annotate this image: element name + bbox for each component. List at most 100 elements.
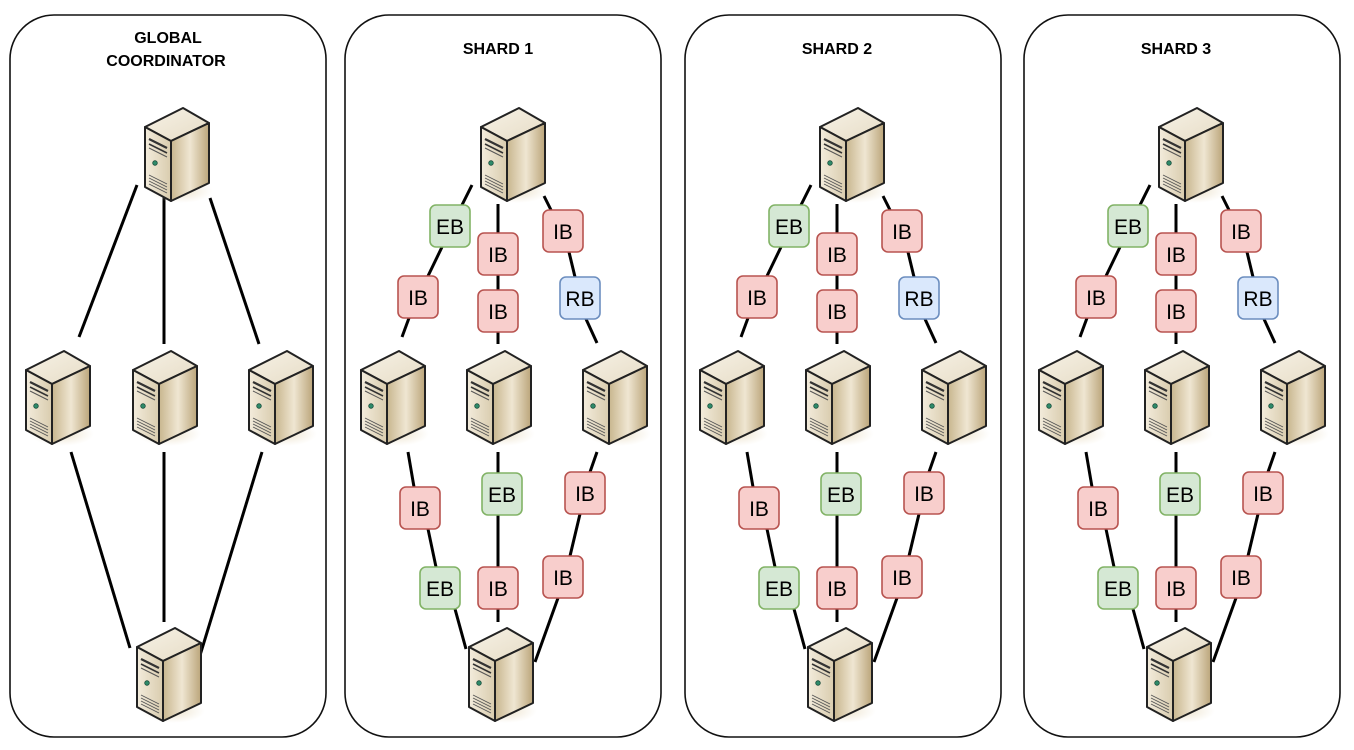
buffer-label: IB [488, 578, 508, 601]
buffer-label: EB [426, 578, 454, 601]
buffer-ib: IB [477, 232, 519, 276]
buffer-ib: IB [903, 471, 945, 515]
connection-line [799, 184, 813, 206]
buffer-box [1237, 276, 1279, 320]
buffer-box [881, 555, 923, 599]
buffer-label: IB [1253, 483, 1273, 506]
buffer-ib: IB [1077, 486, 1119, 530]
buffer-ib: IB [1075, 275, 1117, 319]
connection-line [872, 597, 899, 663]
buffer-label: IB [488, 244, 508, 267]
buffer-box [1242, 471, 1284, 515]
buffer-label: IB [827, 578, 847, 601]
buffer-label: IB [914, 483, 934, 506]
server-icon [247, 349, 319, 448]
connection-line [77, 184, 139, 338]
buffer-box [816, 566, 858, 610]
connection-line [1104, 246, 1122, 277]
buffer-ib: IB [1155, 289, 1197, 333]
buffer-label: EB [765, 578, 793, 601]
server-icon [479, 106, 551, 205]
buffer-label: IB [892, 567, 912, 590]
connection-line [907, 513, 921, 557]
connection-line [196, 451, 264, 663]
buffer-eb: EB [1159, 472, 1201, 516]
buffer-ib: IB [881, 555, 923, 599]
buffer-ib: IB [816, 232, 858, 276]
buffer-box [397, 275, 439, 319]
buffer-label: RB [904, 288, 933, 311]
buffer-ib: IB [564, 471, 606, 515]
connection-line [584, 318, 599, 344]
buffer-eb: EB [1107, 204, 1149, 248]
server-icon [24, 349, 96, 448]
server-icon [1143, 349, 1215, 448]
server-icon [806, 626, 878, 725]
connection-line [1078, 317, 1089, 338]
buffer-rb: RB [1237, 276, 1279, 320]
server-icon [1157, 106, 1229, 205]
buffer-eb: EB [758, 566, 800, 610]
connection-line [406, 451, 416, 488]
connection-line [542, 195, 553, 211]
buffer-box [738, 486, 780, 530]
panel-title-line-1: GLOBAL [134, 30, 202, 47]
connection-line [588, 451, 599, 473]
buffer-ib: IB [397, 275, 439, 319]
buffer-ib: IB [736, 275, 778, 319]
buffer-ib: IB [477, 566, 519, 610]
buffer-label: IB [749, 498, 769, 521]
connection-line [1131, 608, 1146, 650]
buffer-box [542, 209, 584, 253]
buffer-eb: EB [419, 566, 461, 610]
buffer-label: IB [827, 301, 847, 324]
buffer-box [481, 472, 523, 516]
buffer-label: IB [1086, 287, 1106, 310]
buffer-box [736, 275, 778, 319]
buffer-label: IB [1166, 301, 1186, 324]
shard-title: SHARD 1 [463, 41, 533, 58]
server-icon [1145, 626, 1217, 725]
server-icon [359, 349, 431, 448]
connection-line [1245, 251, 1255, 278]
buffer-label: EB [1166, 484, 1194, 507]
connection-line [881, 195, 892, 211]
buffer-ib: IB [1220, 555, 1262, 599]
connection-line [765, 528, 777, 568]
buffer-box [768, 204, 810, 248]
buffer-label: EB [488, 484, 516, 507]
buffer-box [1107, 204, 1149, 248]
buffer-label: IB [553, 221, 573, 244]
buffer-label: IB [1166, 578, 1186, 601]
buffer-label: IB [488, 301, 508, 324]
buffer-ib: IB [1155, 232, 1197, 276]
buffer-label: EB [1114, 216, 1142, 239]
server-icon [698, 349, 770, 448]
buffer-box [429, 204, 471, 248]
buffer-box [820, 472, 862, 516]
buffer-label: RB [565, 288, 594, 311]
connection-line [1262, 318, 1277, 344]
connection-line [460, 184, 474, 206]
buffer-label: IB [575, 483, 595, 506]
shard-title: SHARD 2 [802, 41, 872, 58]
buffer-label: IB [892, 221, 912, 244]
server-icon [143, 106, 215, 205]
shard-title: SHARD 3 [1141, 41, 1211, 58]
buffer-label: IB [1231, 567, 1251, 590]
buffer-box [816, 289, 858, 333]
buffer-box [477, 289, 519, 333]
connection-line [1084, 451, 1094, 488]
buffer-label: IB [408, 287, 428, 310]
connection-line [1211, 597, 1238, 663]
buffer-box [477, 566, 519, 610]
buffer-label: RB [1243, 288, 1272, 311]
buffer-label: IB [410, 498, 430, 521]
connection-line [1104, 528, 1116, 568]
server-icon [818, 106, 890, 205]
connection-line [739, 317, 750, 338]
connection-line [1220, 195, 1231, 211]
connection-line [765, 246, 783, 277]
buffer-eb: EB [429, 204, 471, 248]
